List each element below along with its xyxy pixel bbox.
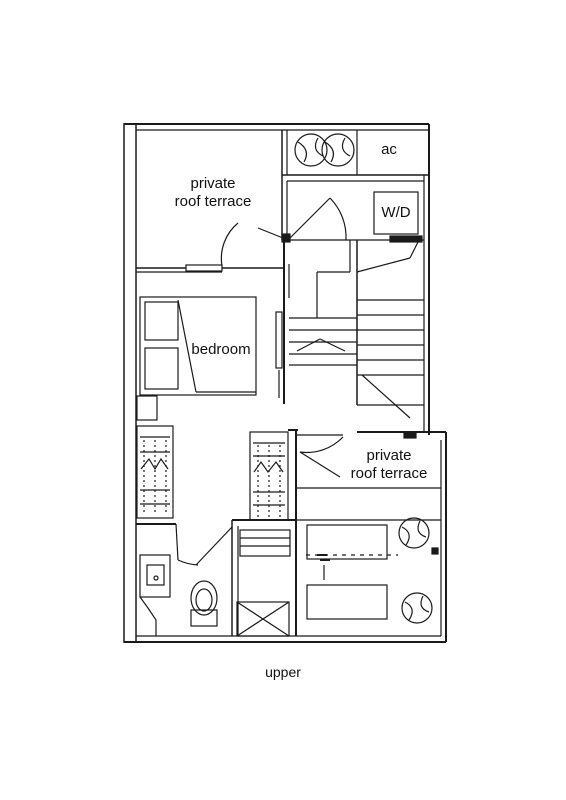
label-private-roof-terrace-right: private roof terrace [341,447,437,483]
staircase [289,239,446,439]
label-line: private [366,447,412,464]
label-ac: ac [381,141,397,158]
washer-dryer-box [373,191,419,235]
wardrobe-left [136,425,174,519]
basin [139,554,171,636]
label-private-roof-terrace-top: private roof terrace [158,175,268,211]
label-line: roof terrace [350,465,428,482]
ac-fan-icon [401,592,433,624]
bed [139,296,257,396]
label-bedroom: bedroom [191,341,251,358]
shower [236,601,290,637]
floor-caption: upper [265,664,301,680]
ac-fan-icon [321,133,355,167]
ac-fan-icon [294,133,328,167]
west-wall [123,123,137,643]
label-line: roof terrace [174,193,252,210]
label-wd: W/D [381,204,411,221]
wardrobe-right [249,431,289,521]
label-line: private [190,175,236,192]
ac-fan-icon [398,517,430,549]
toilet [190,580,218,627]
staircase-lower [239,529,291,557]
